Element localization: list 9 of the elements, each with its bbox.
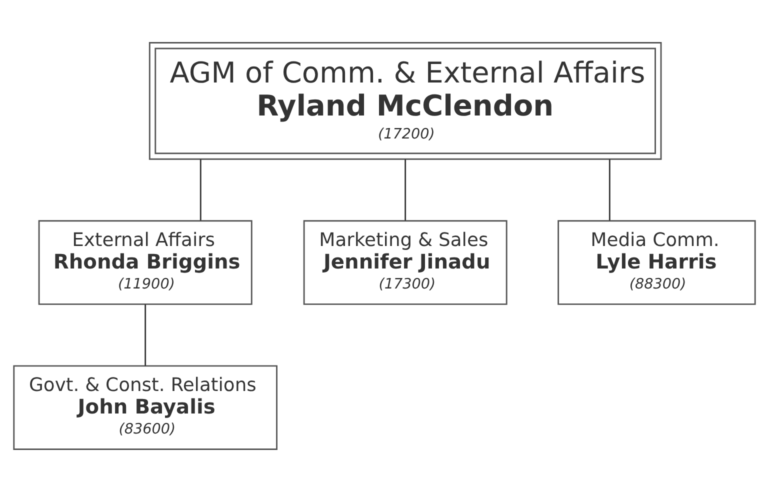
connector: [608, 158, 610, 220]
connector: [144, 304, 146, 366]
node-box: Govt. & Const. Relations John Bayalis (83600): [13, 364, 278, 450]
node-box: Marketing & Sales Jennifer Jinadu (17300): [303, 220, 508, 304]
node-box: Media Comm. Lyle Harris (88300): [558, 220, 756, 304]
node-box: AGM of Comm. & External Affairs Ryland McClendon (17200): [148, 42, 662, 160]
connector: [404, 158, 406, 220]
node-box: External Affairs Rhonda Briggins (11900): [38, 220, 252, 304]
connector: [200, 158, 202, 220]
